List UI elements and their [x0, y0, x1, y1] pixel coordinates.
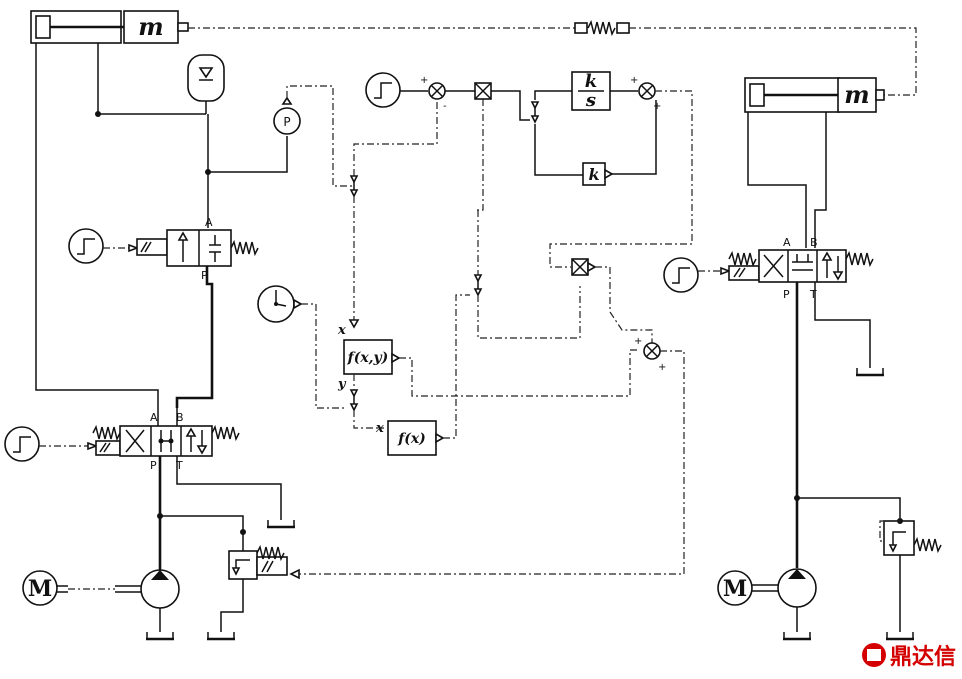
port-p-upper: P — [201, 269, 208, 282]
step-source-3 — [365, 72, 401, 108]
tank-right-1 — [854, 366, 886, 377]
gain-label: k — [588, 165, 599, 184]
right-main-valve: A B P T — [663, 236, 874, 301]
summer-1 — [428, 82, 446, 100]
sum2-plus-b: + — [653, 101, 661, 112]
gain-block: k — [582, 162, 613, 186]
watermark-text: 鼎达信 — [890, 644, 956, 670]
sum2-plus-a: + — [630, 75, 638, 86]
step-source-2 — [4, 426, 40, 462]
summer-2 — [638, 82, 656, 100]
right-relief-valve — [879, 518, 942, 641]
sum3-plus-b: + — [658, 362, 666, 373]
port-a-upper: A — [205, 216, 213, 229]
port-b-right: B — [810, 236, 818, 249]
port-p-left: P — [150, 459, 157, 472]
port-a-left: A — [150, 411, 158, 424]
multiplier-2 — [571, 258, 589, 276]
port-t-left: T — [175, 459, 183, 472]
tank-left-3 — [144, 630, 176, 641]
step-source-1 — [68, 228, 104, 264]
port-b-left: B — [176, 411, 184, 424]
step-source-4 — [663, 257, 699, 293]
left-cylinder — [30, 10, 124, 44]
coupling-link-right — [629, 27, 917, 96]
pressure-sensor: P — [273, 85, 353, 187]
pressure-label: P — [283, 115, 290, 129]
left-relief-valve — [205, 546, 288, 641]
multiplier-1 — [474, 82, 492, 100]
func2-label: f(x,y) — [347, 350, 389, 366]
port-a-right: A — [783, 236, 791, 249]
function-xy-block: f(x,y) x y — [337, 323, 400, 392]
tank-left-2 — [205, 630, 237, 641]
watermark-logo: 鼎达信 — [862, 643, 956, 670]
integrator-den: s — [585, 90, 596, 111]
left-pump — [115, 569, 180, 641]
left-motor-label: M — [28, 576, 52, 602]
right-motor: M — [717, 570, 753, 606]
right-pump — [752, 568, 817, 641]
clock-source — [257, 285, 344, 409]
sum3-plus-a: + — [634, 336, 642, 347]
integrator-block: k s — [571, 71, 611, 111]
integrator-num: k — [585, 71, 597, 92]
func2-x-input: x — [337, 323, 346, 338]
func1-x-input: x — [375, 421, 384, 436]
left-motor: M — [22, 570, 115, 606]
sum1-minus: - — [443, 101, 447, 112]
left-main-valve: A B P T — [4, 408, 240, 472]
right-mass-block: m — [837, 77, 885, 113]
tank-right-3 — [781, 630, 813, 641]
func1-label: f(x) — [397, 431, 426, 447]
left-upper-valve: A P — [68, 216, 259, 282]
accumulator — [187, 54, 225, 114]
function-x-block: f(x) x — [375, 420, 444, 456]
right-cylinder — [744, 77, 840, 113]
port-t-right: T — [809, 288, 817, 301]
port-p-right: P — [783, 288, 790, 301]
left-mass-label: m — [138, 12, 163, 41]
right-mass-label: m — [844, 80, 869, 109]
tank-left-1 — [265, 518, 297, 529]
coupling-spring — [574, 21, 630, 35]
summer-3 — [643, 342, 661, 360]
left-mass-block: m — [123, 10, 189, 44]
func2-y-input: y — [337, 377, 347, 392]
tank-right-2 — [884, 630, 916, 641]
right-motor-label: M — [723, 576, 747, 602]
sum1-plus: + — [420, 75, 428, 86]
